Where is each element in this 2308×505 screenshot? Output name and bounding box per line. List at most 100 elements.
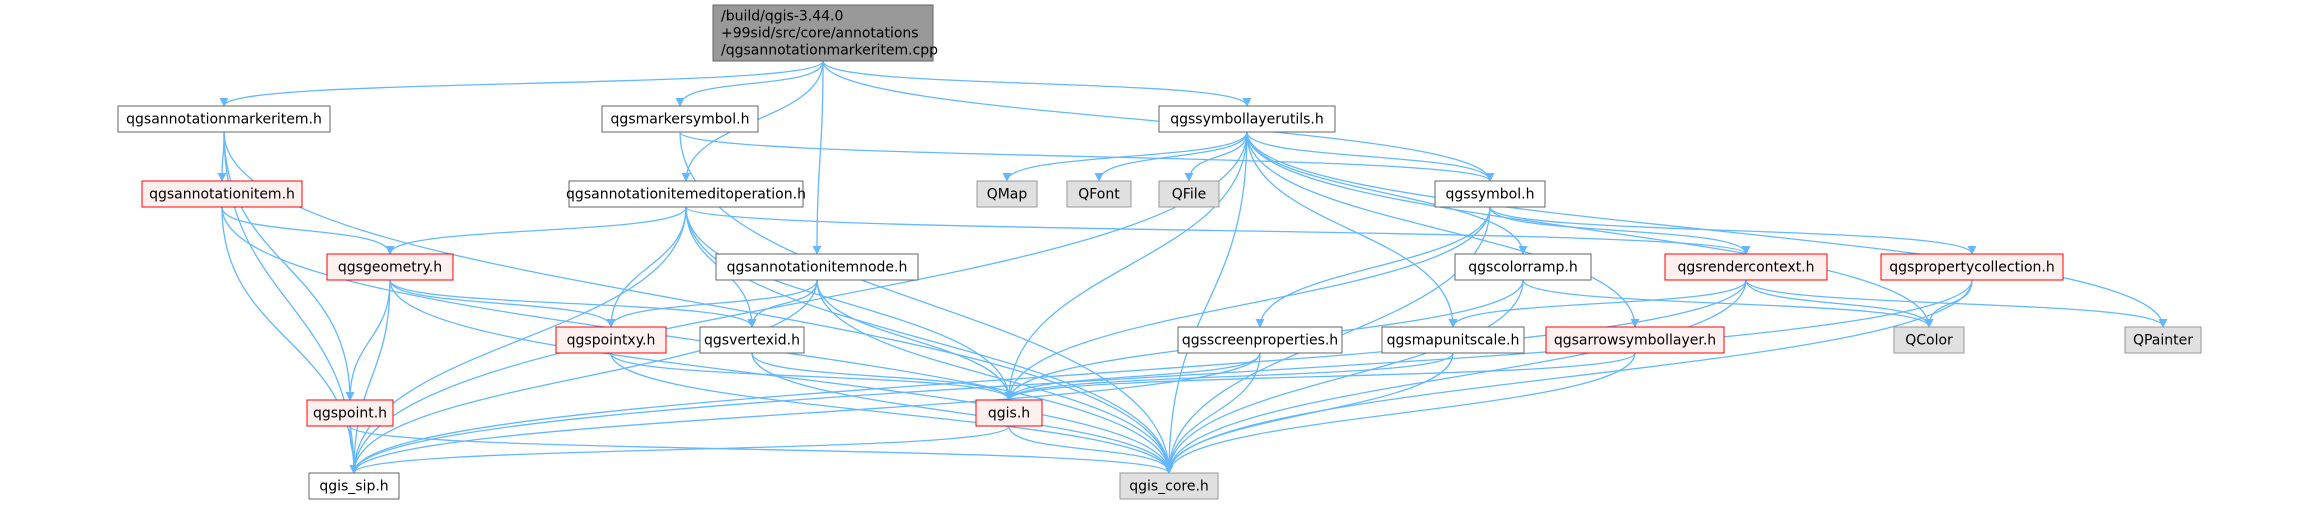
node-label: +99sid/src/core/annotations	[721, 26, 919, 42]
edge-markeritem_h-to-point_h	[223, 131, 355, 401]
node-arrowsymbollayer-h[interactable]: qgsarrowsymbollayer.h	[1545, 326, 1725, 354]
edge-symbollayerutils_h-to-qgis_h	[1004, 131, 1248, 401]
node-label: qgsannotationitem.h	[149, 187, 295, 203]
node-vertexid-h[interactable]: qgsvertexid.h	[699, 326, 805, 354]
edge-itemnode_h-to-vertexid_h	[747, 279, 818, 328]
node-propertycollection-h[interactable]: qgspropertycollection.h	[1880, 253, 2064, 281]
node-box	[1119, 472, 1219, 500]
node-label: qgsgeometry.h	[338, 260, 442, 276]
edge-qgis_h-to-qgis_core_h	[1008, 425, 1174, 474]
edge-root-to-markeritem_h	[219, 60, 824, 107]
edge-vertexid_h-to-qgis_core_h	[751, 352, 1174, 474]
edge-symbollayerutils_h-to-qmap	[1002, 131, 1248, 182]
edge-symbollayerutils_h-to-qfont	[1094, 131, 1248, 182]
node-box	[117, 105, 331, 133]
node-label: /build/qgis-3.44.0	[721, 9, 843, 25]
node-qfont: QFont	[1066, 180, 1132, 208]
node-rendercontext-h[interactable]: qgsrendercontext.h	[1664, 253, 1828, 281]
node-box	[601, 105, 759, 133]
edge-screenproperties_h-to-qgis_sip_h	[349, 352, 1261, 474]
node-label: qgscolorramp.h	[1468, 260, 1577, 276]
node-screenproperties-h[interactable]: qgsscreenproperties.h	[1177, 326, 1343, 354]
node-box	[976, 180, 1038, 208]
node-box	[1066, 180, 1132, 208]
edge-symbol_h-to-qgis_h	[1004, 206, 1491, 401]
edge-itemnode_h-to-pointxy_h	[606, 279, 818, 328]
node-annotationitem-h[interactable]: qgsannotationitem.h	[141, 180, 303, 208]
node-editoperation-h[interactable]: qgsannotationitemeditoperation.h	[566, 180, 806, 208]
node-mapunitscale-h[interactable]: qgsmapunitscale.h	[1381, 326, 1525, 354]
edge-colorramp_h-to-qgis_core_h	[1164, 279, 1524, 474]
node-box	[326, 253, 454, 281]
node-qgis-sip-h[interactable]: qgis_sip.h	[308, 472, 400, 500]
node-label: qgis_sip.h	[319, 479, 388, 495]
node-label: QFont	[1078, 187, 1120, 203]
node-root[interactable]: /build/qgis-3.44.0+99sid/src/core/annota…	[712, 4, 938, 62]
edge-mapunitscale_h-to-qgis_h	[1004, 352, 1454, 401]
node-label: qgssymbol.h	[1446, 187, 1535, 203]
node-markersymbol-h[interactable]: qgsmarkersymbol.h	[601, 105, 759, 133]
edge-itemnode_h-to-qgis_sip_h	[349, 279, 818, 474]
node-box	[712, 4, 934, 62]
edge-mapunitscale_h-to-qgis_core_h	[1164, 352, 1454, 474]
node-label: QFile	[1172, 187, 1206, 203]
node-label: qgsannotationmarkeritem.h	[126, 112, 322, 128]
node-box	[1893, 326, 1965, 354]
edge-symbollayerutils_h-to-colorramp_h	[1246, 131, 1528, 255]
node-box	[1158, 105, 1336, 133]
edge-symbol_h-to-propertycollection_h	[1489, 206, 1977, 255]
edge-editoperation_h-to-geometry_h	[385, 206, 687, 255]
edge-symbollayerutils_h-to-arrowsymbollayer_h	[1246, 131, 1640, 328]
node-box	[715, 253, 919, 281]
node-label: qgssymbollayerutils.h	[1170, 112, 1324, 128]
edge-symbol_h-to-rendercontext_h	[1489, 206, 1751, 255]
node-label: qgsmarkersymbol.h	[611, 112, 750, 128]
edge-itemnode_h-to-qgis_core_h	[816, 279, 1174, 474]
edge-root-to-symbollayerutils_h	[822, 60, 1252, 107]
node-box	[699, 326, 805, 354]
node-qfile: QFile	[1158, 180, 1220, 208]
edge-screenproperties_h-to-qgis_h	[1004, 352, 1261, 401]
edge-symbollayerutils_h-to-qfile	[1184, 131, 1248, 182]
node-symbol-h[interactable]: qgssymbol.h	[1434, 180, 1546, 208]
edge-colorramp_h-to-qcolor	[1522, 279, 1934, 328]
node-label: qgsvertexid.h	[704, 333, 800, 349]
node-symbollayerutils-h[interactable]: qgssymbollayerutils.h	[1158, 105, 1336, 133]
node-label: qgspointxy.h	[567, 333, 656, 349]
node-label: QPainter	[2133, 333, 2193, 349]
node-qcolor: QColor	[1893, 326, 1965, 354]
node-label: QColor	[1905, 333, 1953, 349]
node-box	[1545, 326, 1725, 354]
edge-editoperation_h-to-qgis_core_h	[685, 206, 1174, 474]
node-geometry-h[interactable]: qgsgeometry.h	[326, 253, 454, 281]
node-qgis-core-h: qgis_core.h	[1119, 472, 1219, 500]
edge-arrowsymbollayer_h-to-qgis_h	[1004, 352, 1636, 401]
edge-propertycollection_h-to-qgis_core_h	[1164, 279, 1973, 474]
edge-screenproperties_h-to-qgis_core_h	[1164, 352, 1261, 474]
edge-geometry_h-to-pointxy_h	[389, 279, 616, 328]
node-box	[1381, 326, 1525, 354]
edge-point_h-to-qgis_core_h	[349, 425, 1174, 474]
node-box	[2124, 326, 2202, 354]
node-pointxy-h[interactable]: qgspointxy.h	[555, 326, 667, 354]
edge-root-to-symbol_h	[822, 60, 1495, 182]
edge-pointxy_h-to-qgis_core_h	[610, 352, 1174, 474]
edge-propertycollection_h-to-qgis_sip_h	[349, 279, 1973, 474]
node-label: qgsscreenproperties.h	[1182, 333, 1338, 349]
edge-editoperation_h-to-qgis_h	[685, 206, 1014, 401]
edge-pointxy_h-to-qgis_h	[610, 352, 1014, 401]
edge-annotationitem_h-to-geometry_h	[221, 206, 395, 255]
nodes-layer: /build/qgis-3.44.0+99sid/src/core/annota…	[117, 4, 2202, 500]
node-label: qgsannotationitemnode.h	[727, 260, 908, 276]
node-colorramp-h[interactable]: qgscolorramp.h	[1454, 253, 1592, 281]
node-label: QMap	[987, 187, 1028, 203]
node-point-h[interactable]: qgspoint.h	[306, 399, 394, 427]
node-box	[1434, 180, 1546, 208]
edge-editoperation_h-to-rendercontext_h	[685, 206, 1751, 255]
node-label: qgsrendercontext.h	[1677, 260, 1814, 276]
node-markeritem-h[interactable]: qgsannotationmarkeritem.h	[117, 105, 331, 133]
edge-symbol_h-to-screenproperties_h	[1255, 206, 1491, 328]
edge-annotationitem_h-to-qgis_core_h	[221, 206, 1174, 474]
node-itemnode-h[interactable]: qgsannotationitemnode.h	[715, 253, 919, 281]
node-qgis-h[interactable]: qgis.h	[975, 399, 1043, 427]
